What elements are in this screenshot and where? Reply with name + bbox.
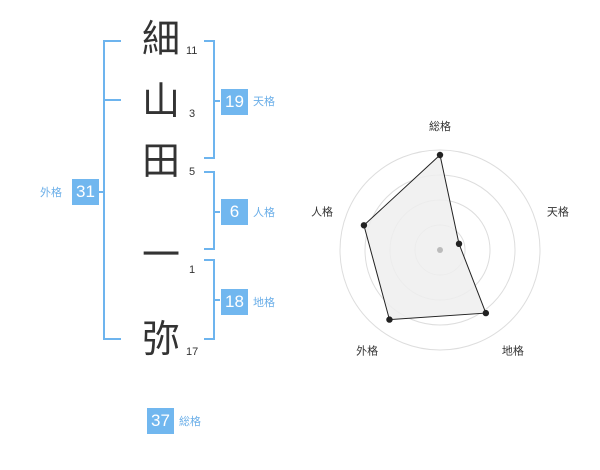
gaikaku-label: 外格: [40, 186, 62, 199]
radar-point-1: [436, 151, 444, 159]
radar-points: [360, 151, 490, 323]
tenkaku-bracket: [204, 40, 215, 159]
tenkaku-value-badge: 19: [221, 89, 248, 115]
gaikaku-bracket: [103, 40, 121, 340]
radar-point-3: [482, 309, 490, 317]
name-char-4: 一: [141, 233, 180, 277]
radar-axis-label-5: 人格: [311, 205, 333, 219]
jinkaku-label: 人格: [253, 206, 275, 219]
tenkaku-label: 天格: [253, 95, 275, 108]
radar-center-dot: [437, 247, 443, 253]
soukaku-value-badge: 37: [147, 408, 174, 434]
radar-point-2: [455, 240, 463, 248]
stroke-count-5: 17: [186, 346, 199, 358]
radar-axis-label-1: 総格: [429, 119, 451, 133]
name-char-2: 山: [141, 79, 180, 123]
stroke-count-1: 11: [186, 45, 198, 57]
stroke-count-4: 1: [189, 264, 196, 276]
chikaku-label: 地格: [253, 296, 275, 309]
radar-axis-label-2: 天格: [547, 205, 569, 219]
stroke-count-2: 3: [189, 108, 196, 120]
radar-point-5: [360, 222, 368, 229]
name-char-3: 田: [141, 139, 180, 183]
radar-axis-label-4: 外格: [356, 343, 378, 357]
name-char-1: 細: [141, 17, 180, 61]
name-char-5: 弥: [141, 317, 180, 361]
gaikaku-value-badge: 31: [72, 179, 99, 205]
radar-point-4: [386, 316, 393, 323]
soukaku-label: 総格: [179, 415, 201, 428]
stroke-count-3: 5: [189, 166, 196, 178]
radar-grid-ring: [339, 149, 541, 351]
radar-area: [363, 154, 487, 321]
chikaku-value-badge: 18: [221, 289, 248, 315]
jinkaku-value-badge: 6: [221, 199, 248, 225]
radar-axis-label-3: 地格: [502, 343, 524, 357]
jinkaku-bracket: [204, 171, 215, 250]
